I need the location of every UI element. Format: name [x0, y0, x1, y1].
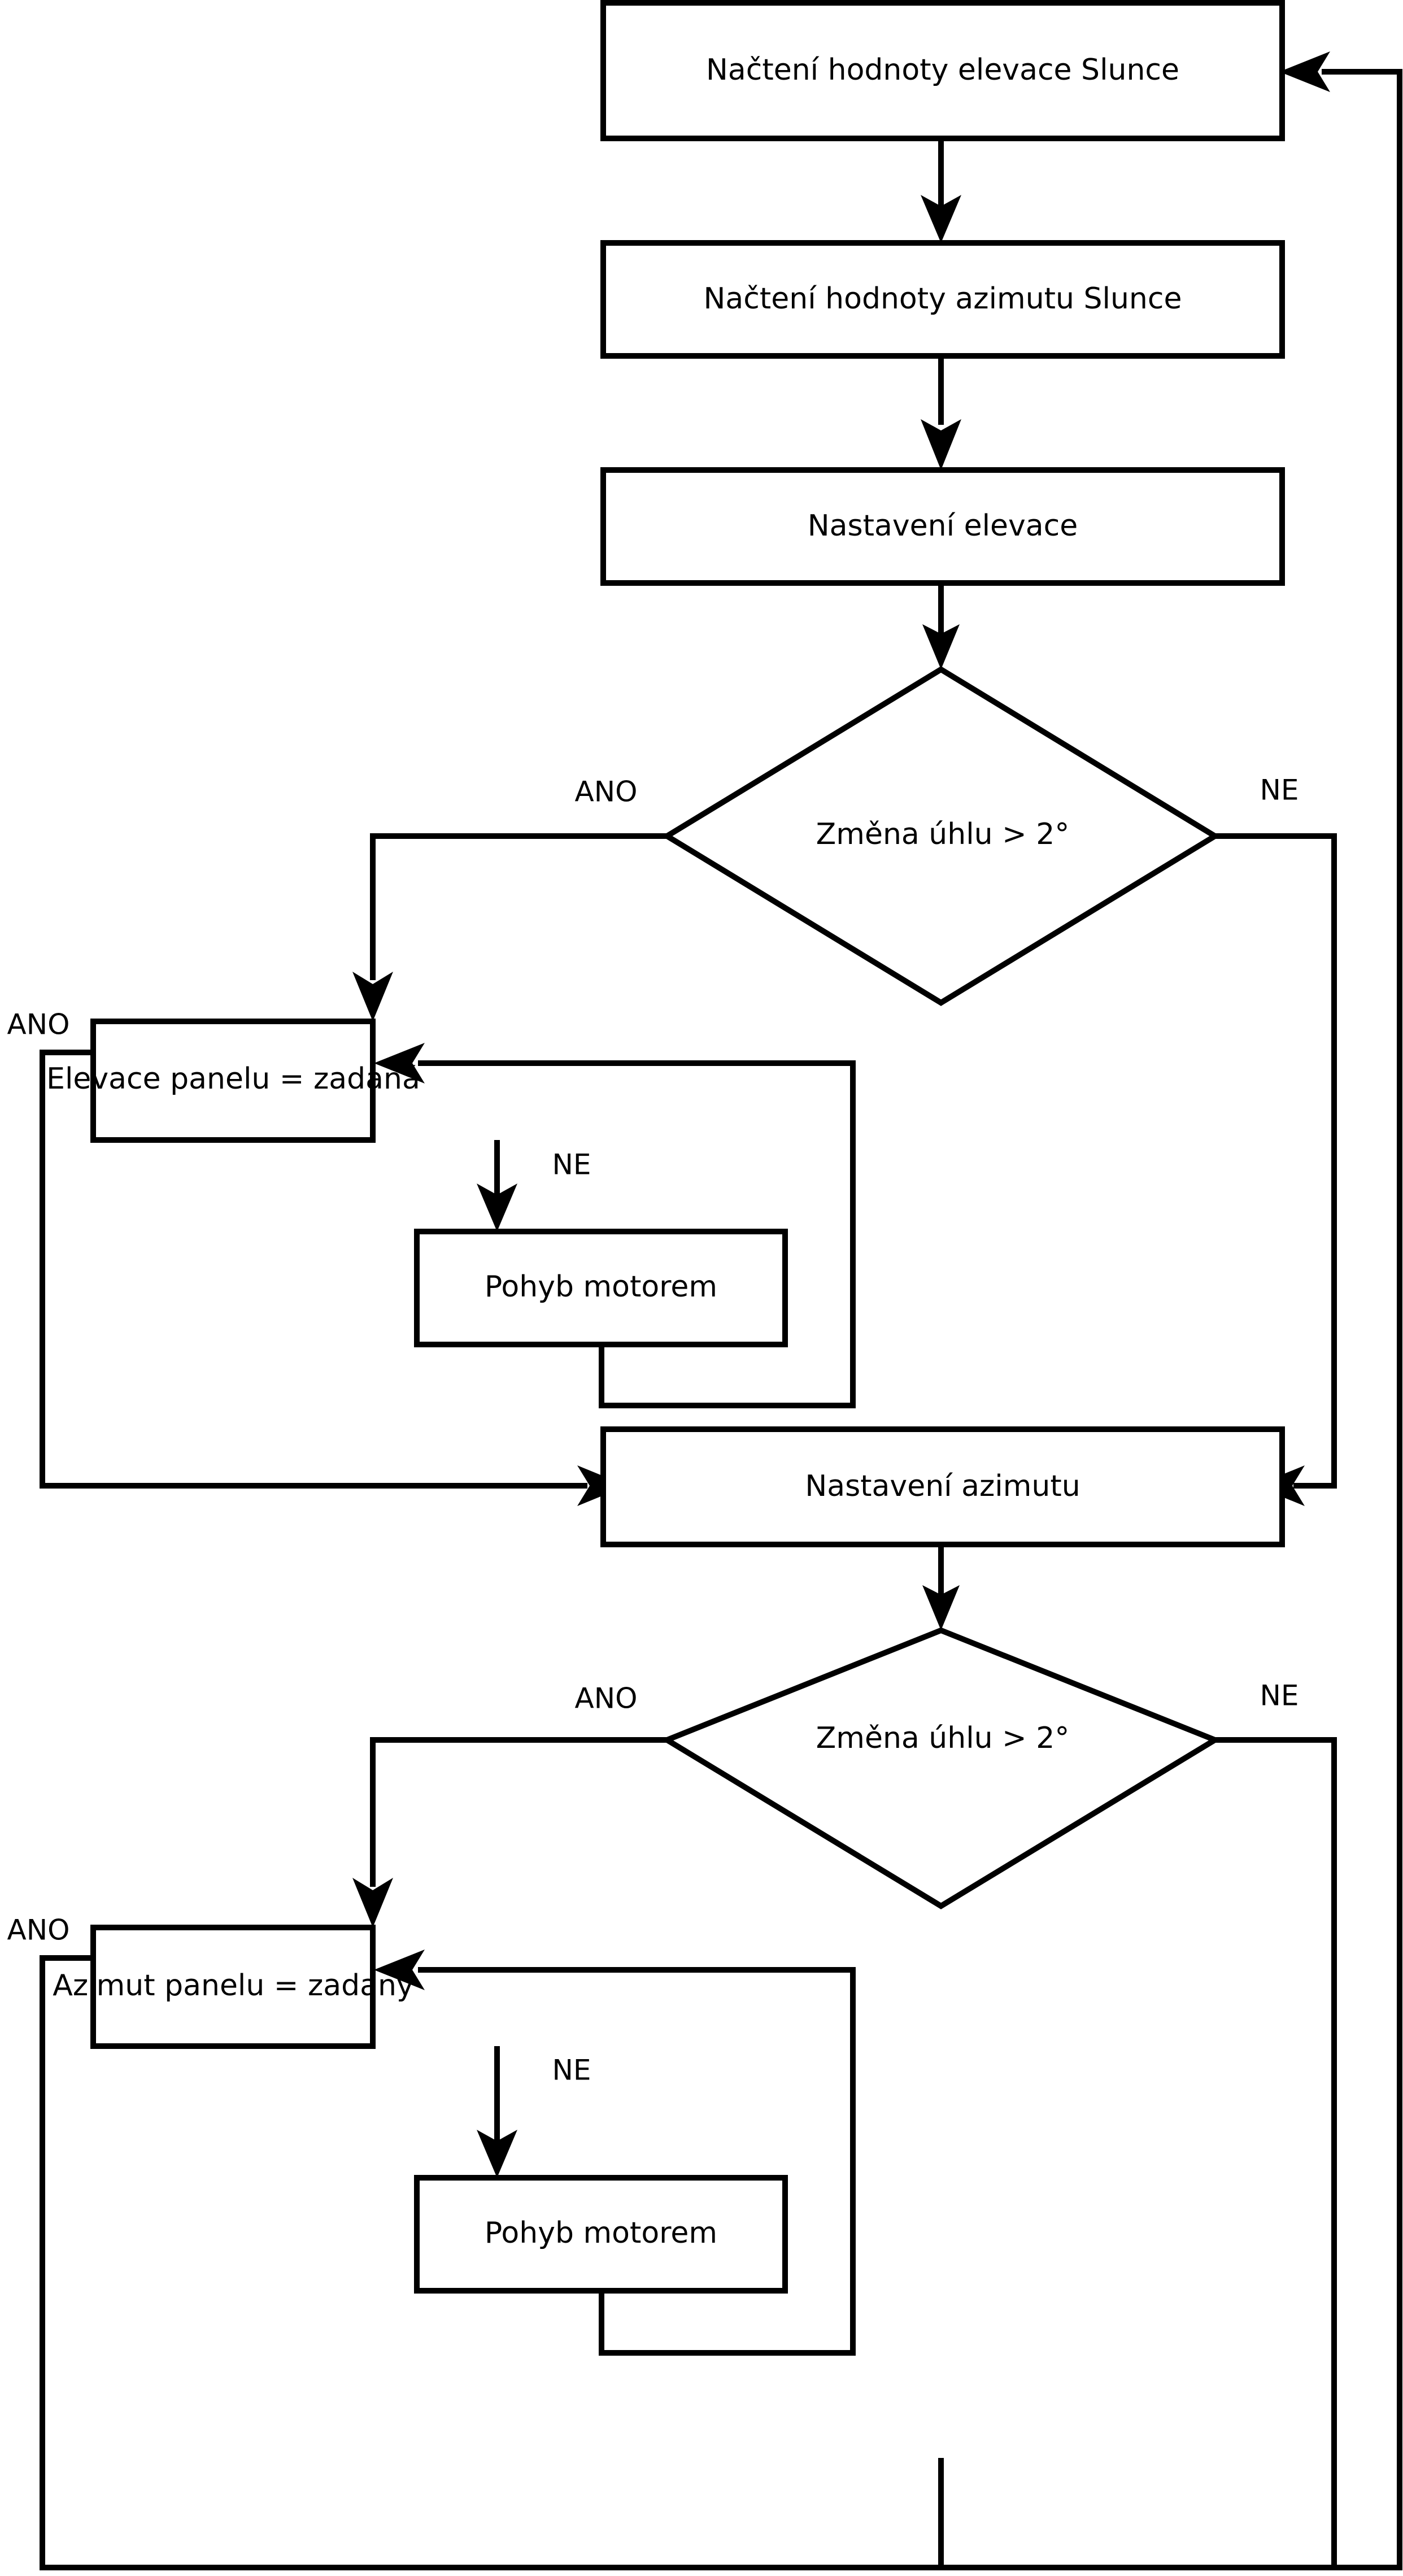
node-decision-elev[interactable] [661, 666, 1221, 1006]
node-set-elevation-label: Nastavení elevace [808, 509, 1078, 543]
edge-panel-azim-yes [40, 1955, 1334, 2570]
node-panel-azim-eq[interactable] [90, 1925, 376, 2049]
arrowhead-down-2 [921, 419, 961, 470]
edge-label-panel-elev-no: NE [552, 1148, 591, 1181]
node-set-azimuth-label: Nastavení azimutu [805, 1469, 1080, 1503]
node-decision-azim[interactable] [660, 1627, 1222, 1909]
node-set-azimuth[interactable] [600, 1426, 1285, 1547]
node-panel-elev-eq-label: Elevace panelu = zadaná [46, 1062, 420, 1096]
edge-label-panel-azim-no: NE [552, 2054, 591, 2087]
arrowhead-down-5 [477, 1183, 517, 1232]
arrowhead-down-7 [352, 1878, 393, 1927]
node-motor-move-1[interactable] [414, 1229, 788, 1347]
edge-decision-azim-yes [370, 1737, 667, 1887]
edge-motor-2-feedback [418, 1967, 856, 2356]
arrowhead-down-3 [922, 624, 960, 669]
node-motor-move-2-label: Pohyb motorem [485, 2216, 717, 2250]
arrowhead-left-4 [1279, 51, 1330, 92]
node-panel-elev-eq[interactable] [90, 1019, 376, 1143]
edge-label-decision-elev-no: NE [1260, 774, 1299, 807]
edge-motor-1-feedback [418, 1060, 856, 1408]
node-motor-move-1-label: Pohyb motorem [485, 1270, 717, 1304]
node-read-elevation-label: Načtení hodnoty elevace Slunce [706, 53, 1179, 87]
node-read-elevation[interactable] [600, 0, 1285, 141]
arrowhead-down-4 [352, 972, 393, 1021]
arrowhead-left-3 [374, 1950, 425, 1990]
arrowhead-down-8 [477, 2130, 517, 2178]
edge-panel-elev-yes [40, 1050, 587, 1489]
arrowhead-left-2 [374, 1043, 425, 1084]
edge-label-decision-azim-no: NE [1260, 1679, 1299, 1712]
edge-label-panel-azim-yes: ANO [7, 1914, 70, 1947]
edge-decision-elev-yes [370, 833, 667, 980]
node-panel-azim-eq-label: Azimut panelu = zadaný [53, 1969, 413, 2003]
node-decision-azim-label: Změna úhlu > 2° [816, 1721, 1070, 1755]
edge-decision-azim-no [1215, 1737, 1337, 2568]
arrowhead-down-6 [922, 1585, 960, 1630]
node-read-azimuth-label: Načtení hodnoty azimutu Slunce [704, 282, 1182, 316]
edge-main-return-loop [938, 69, 1402, 2570]
node-read-azimuth[interactable] [600, 240, 1285, 359]
edge-label-decision-elev-yes: ANO [575, 776, 638, 808]
node-motor-move-2[interactable] [414, 2175, 788, 2294]
edge-decision-elev-no [1215, 833, 1337, 1489]
edge-label-panel-elev-yes: ANO [7, 1008, 70, 1041]
node-decision-elev-label: Změna úhlu > 2° [816, 817, 1070, 851]
node-set-elevation[interactable] [600, 467, 1285, 586]
arrowhead-down-1 [921, 195, 961, 243]
edge-label-decision-azim-yes: ANO [575, 1682, 638, 1715]
